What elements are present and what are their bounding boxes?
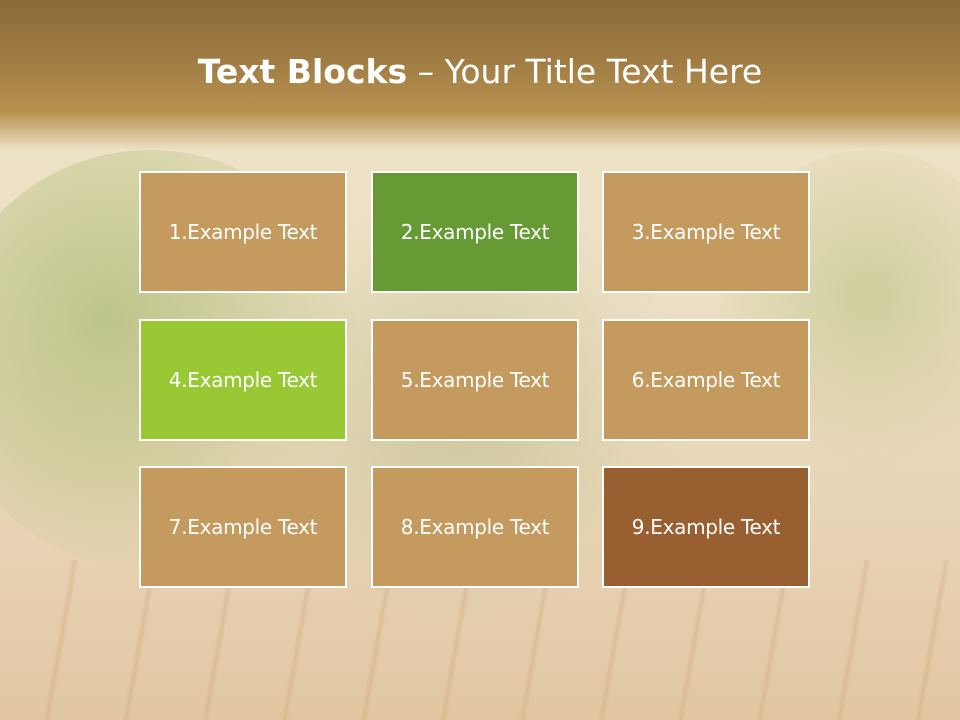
- text-block-6: 6.Example Text: [602, 319, 810, 441]
- title-band: [0, 0, 960, 150]
- text-block-2: 2.Example Text: [371, 171, 579, 293]
- title-rest: Your Title Text Here: [444, 52, 763, 91]
- text-block-5: 5.Example Text: [371, 319, 579, 441]
- text-block-9: 9.Example Text: [602, 466, 810, 588]
- text-block-3: 3.Example Text: [602, 171, 810, 293]
- title-bold: Text Blocks: [197, 52, 408, 91]
- title-dash: –: [407, 52, 445, 91]
- text-block-8: 8.Example Text: [371, 466, 579, 588]
- text-block-1: 1.Example Text: [139, 171, 347, 293]
- text-block-4: 4.Example Text: [139, 319, 347, 441]
- text-block-7: 7.Example Text: [139, 466, 347, 588]
- slide-title: Text Blocks – Your Title Text Here: [0, 52, 960, 91]
